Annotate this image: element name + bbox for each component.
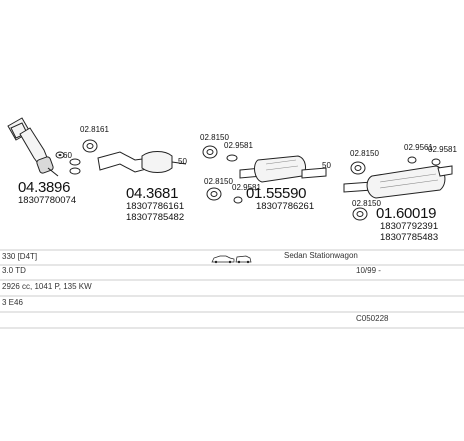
vehicle-chassis: 3 E46 [2, 298, 23, 307]
vehicle-model: 330 [D4T] [2, 252, 37, 261]
rear-clamp-icon-2 [352, 207, 368, 221]
mid-oe-number-2: 18307785482 [126, 212, 184, 223]
cat-part-number: 04.3896 [18, 179, 70, 196]
front-muffler[interactable] [239, 155, 327, 183]
rear-muffler-oe-number-2: 18307785483 [380, 232, 438, 243]
intermediate-pipe[interactable] [97, 151, 187, 173]
rear-clamp-label-3: 02.9581 [428, 145, 457, 154]
vehicle-body: Sedan Stationwagon [284, 251, 358, 260]
rear-gasket-icon-1 [407, 156, 417, 164]
rear-muffler-part-number: 01.60019 [376, 205, 436, 222]
front-clamp-label-4: 02.9581 [232, 183, 261, 192]
rear-gasket-icon-2 [431, 158, 441, 166]
front-muffler-oe-number: 18307786261 [256, 201, 314, 212]
front-clamp-label-2: 02.9581 [224, 141, 253, 150]
rear-muffler[interactable] [343, 165, 453, 199]
gasket-icon [55, 151, 65, 159]
rear-muffler-oe-number-1: 18307792391 [380, 221, 438, 232]
catalytic-converter[interactable] [7, 117, 59, 177]
front-gasket-icon-2 [233, 196, 243, 204]
cat-oe-number: 18307780074 [18, 195, 76, 206]
catalog-code: C050228 [356, 314, 389, 323]
front-gasket-icon-1 [226, 154, 238, 162]
front-clamp-label-3: 02.8150 [204, 177, 233, 186]
vehicle-date: 10/99 - [356, 266, 381, 275]
mid-end-clamp-label: 50 [178, 157, 187, 166]
front-clamp-icon-1 [202, 145, 218, 159]
front-clamp-label-1: 02.8150 [200, 133, 229, 142]
car-wagon-icon [235, 255, 252, 264]
mid-part-number: 04.3681 [126, 185, 178, 202]
mid-oe-number-1: 18307786161 [126, 201, 184, 212]
rear-clamp-label-4: 02.8150 [352, 199, 381, 208]
rear-clamp-label-1: 02.8150 [350, 149, 379, 158]
front-muffler-part-number: 01.55590 [246, 185, 306, 202]
front-clamp-icon-2 [206, 187, 222, 201]
rear-clamp-label-2: 02.9561 [404, 143, 433, 152]
cat-clamp-label: 60 [63, 151, 72, 160]
vehicle-spec: 2926 cc, 1041 P, 135 KW [2, 282, 92, 291]
cat-gasket-pair-icon [69, 158, 81, 175]
front-end-clamp-label: 50 [322, 161, 331, 170]
mid-clamp-label: 02.8161 [80, 125, 109, 134]
car-sedan-icon [211, 255, 235, 264]
rear-clamp-icon-1 [350, 161, 366, 175]
mid-clamp-icon [82, 139, 98, 153]
vehicle-engine: 3.0 TD [2, 266, 26, 275]
